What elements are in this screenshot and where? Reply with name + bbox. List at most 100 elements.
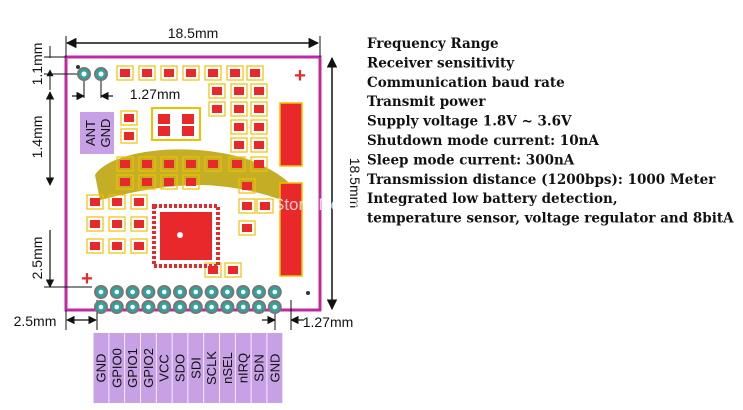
header-pin-hole bbox=[204, 285, 219, 299]
right-large-pad-1 bbox=[279, 102, 303, 167]
spec-line: temperature sensor, voltage regulator an… bbox=[367, 211, 734, 227]
smd-pad-pair bbox=[238, 198, 256, 214]
smd-pad-pair bbox=[204, 262, 222, 278]
header-pin-hole bbox=[109, 300, 124, 314]
header-pin-hole bbox=[141, 300, 156, 314]
pin-label-bg bbox=[267, 333, 283, 403]
dim-bottom-left: 2.5mm bbox=[14, 313, 57, 329]
pin-label-bg bbox=[219, 333, 235, 403]
smd-pad-pair bbox=[250, 137, 268, 153]
smd-pad-pair bbox=[86, 238, 104, 254]
smd-pad-pair bbox=[230, 101, 248, 117]
smd-pad-pair bbox=[138, 65, 156, 81]
smd-pad-pair bbox=[138, 156, 156, 172]
pin-label-gpio1: GPIO1 bbox=[125, 348, 140, 388]
store-watermark: Store No.: 857138 bbox=[273, 195, 411, 214]
header-pin-hole bbox=[267, 285, 282, 299]
smd-pad-pair bbox=[182, 174, 200, 190]
smd-pad-pair bbox=[230, 83, 248, 99]
pin-label-nsel: nSEL bbox=[220, 352, 235, 384]
silk-gnd-label: GND bbox=[98, 119, 113, 148]
smd-pad-pair bbox=[108, 238, 126, 254]
bottom-pin-header bbox=[94, 285, 282, 314]
right-large-pad-2 bbox=[279, 182, 303, 277]
smd-pad-pair bbox=[116, 65, 134, 81]
header-pin-hole bbox=[220, 300, 235, 314]
pin-label-gpio0: GPIO0 bbox=[109, 348, 124, 388]
smd-pad-pair bbox=[160, 156, 178, 172]
smd-pad-pair bbox=[160, 174, 178, 190]
smd-pad-pair bbox=[86, 194, 104, 210]
header-pin-hole bbox=[267, 300, 282, 314]
smd-pad-pair bbox=[238, 178, 256, 194]
top-through-holes bbox=[77, 67, 108, 81]
pin-label-gnd: GND bbox=[267, 354, 282, 383]
header-pin-hole bbox=[220, 285, 235, 299]
smd-pad-pair bbox=[108, 216, 126, 232]
header-pin-hole bbox=[94, 285, 108, 299]
smd-pad-pair bbox=[120, 110, 138, 126]
smd-pad-pair bbox=[120, 128, 138, 144]
header-pin-hole bbox=[236, 285, 251, 299]
header-pin-hole bbox=[141, 285, 156, 299]
pin-label-bg bbox=[125, 333, 141, 403]
pin-label-sdo: SDO bbox=[173, 354, 188, 382]
smd-pad-pair bbox=[182, 156, 200, 172]
spec-line: Supply voltage 1.8V ~ 3.6V bbox=[367, 114, 572, 130]
smd-pad-pair bbox=[226, 65, 244, 81]
smd-pad-pair bbox=[228, 156, 246, 172]
spec-line: Transmission distance (1200bps): 1000 Me… bbox=[367, 172, 716, 188]
spec-line: Communication baud rate bbox=[367, 75, 565, 91]
pin-label-sdn: SDN bbox=[252, 354, 267, 381]
smd-pad-pair bbox=[208, 101, 226, 117]
pin-label-nirq: nIRQ bbox=[236, 353, 251, 383]
pin-label-bg bbox=[204, 333, 220, 403]
smd-pad-pair bbox=[230, 137, 248, 153]
smd-pad-pair bbox=[130, 194, 148, 210]
spec-line: Frequency Range bbox=[367, 36, 499, 52]
smd-pad-pair bbox=[138, 174, 156, 190]
header-pin-hole bbox=[173, 300, 187, 314]
header-pin-hole bbox=[236, 300, 251, 314]
smd-pad-pair bbox=[86, 216, 104, 232]
header-pin-hole bbox=[188, 285, 203, 299]
header-pin-hole bbox=[157, 300, 172, 314]
smd-pad-pair bbox=[250, 101, 268, 117]
smd-pad-pair bbox=[182, 65, 200, 81]
plus-marker-top: + bbox=[294, 65, 306, 87]
smd-pad-pair bbox=[108, 194, 126, 210]
dim-bottom-offset-left: 2.5mm bbox=[29, 237, 45, 280]
dim-top-margin: 1.1mm bbox=[29, 43, 45, 86]
spec-line: Sleep mode current: 300nA bbox=[367, 152, 575, 168]
dim-side-offset: 1.4mm bbox=[29, 116, 45, 159]
smd-pad-pair bbox=[204, 65, 222, 81]
smd-pad-pair bbox=[238, 220, 256, 236]
smd-pad-pair bbox=[250, 83, 268, 99]
dim-height-right: 18.5mm bbox=[347, 158, 363, 209]
spec-line: Integrated low battery detection, bbox=[367, 191, 618, 207]
dim-pad-pitch-top: 1.27mm bbox=[130, 86, 181, 102]
pin-label-bg bbox=[188, 333, 204, 403]
spec-line: Transmit power bbox=[367, 94, 486, 110]
header-pin-hole bbox=[204, 300, 219, 314]
spec-line: Receiver sensitivity bbox=[367, 55, 515, 71]
header-pin-hole bbox=[109, 285, 124, 299]
smd-pad-pair bbox=[230, 119, 248, 135]
header-pin-hole bbox=[125, 285, 140, 299]
pin-label-vcc: VCC bbox=[157, 354, 172, 381]
pin-label-sclk: SCLK bbox=[204, 351, 219, 385]
pin-label-bg bbox=[109, 333, 125, 403]
component-pads bbox=[86, 65, 274, 278]
header-pin-hole bbox=[188, 300, 203, 314]
pin-label-bg bbox=[235, 333, 251, 403]
smd-pad-pair bbox=[160, 65, 178, 81]
smd-pad-pair bbox=[250, 156, 268, 172]
pin-label-gpio2: GPIO2 bbox=[141, 348, 156, 388]
header-pin-hole bbox=[252, 285, 266, 299]
pin-label-bg bbox=[156, 333, 172, 403]
crystal bbox=[151, 107, 201, 141]
header-pin-hole bbox=[125, 300, 140, 314]
